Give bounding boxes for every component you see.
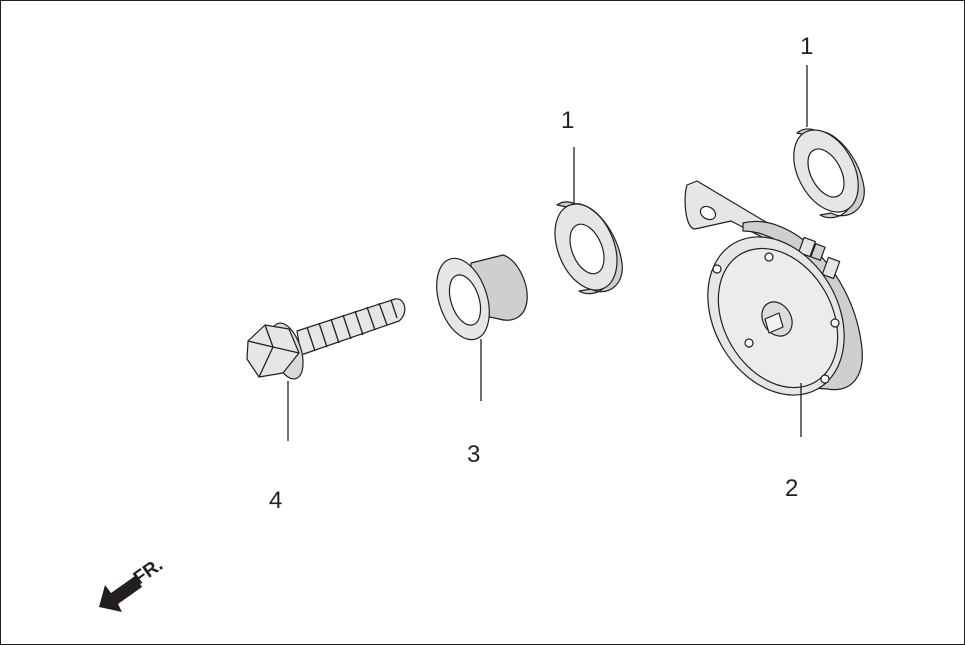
callout-bolt: 4 — [269, 487, 282, 514]
bolt-thread — [296, 298, 406, 356]
front-direction: FR. — [99, 554, 167, 612]
callout-horn: 2 — [785, 475, 798, 502]
leader-lines — [287, 65, 808, 441]
washer-upper-hole — [807, 148, 845, 198]
horn-bracket-hole — [699, 205, 717, 221]
front-direction-arrow-icon — [99, 576, 142, 612]
washer-upper — [793, 128, 865, 219]
horn — [684, 180, 863, 396]
collar — [436, 254, 528, 341]
washer-middle-hole — [569, 223, 605, 275]
callout-washer-upper: 1 — [800, 33, 813, 60]
collar-bore — [448, 274, 482, 326]
callout-washer-middle: 1 — [561, 107, 574, 134]
horn-rim-screws — [712, 252, 840, 384]
washer-middle — [554, 201, 623, 295]
callout-collar: 3 — [467, 441, 480, 468]
bolt-hex-head — [246, 324, 300, 378]
bolt — [246, 298, 406, 380]
horn-center-stud — [764, 312, 784, 334]
